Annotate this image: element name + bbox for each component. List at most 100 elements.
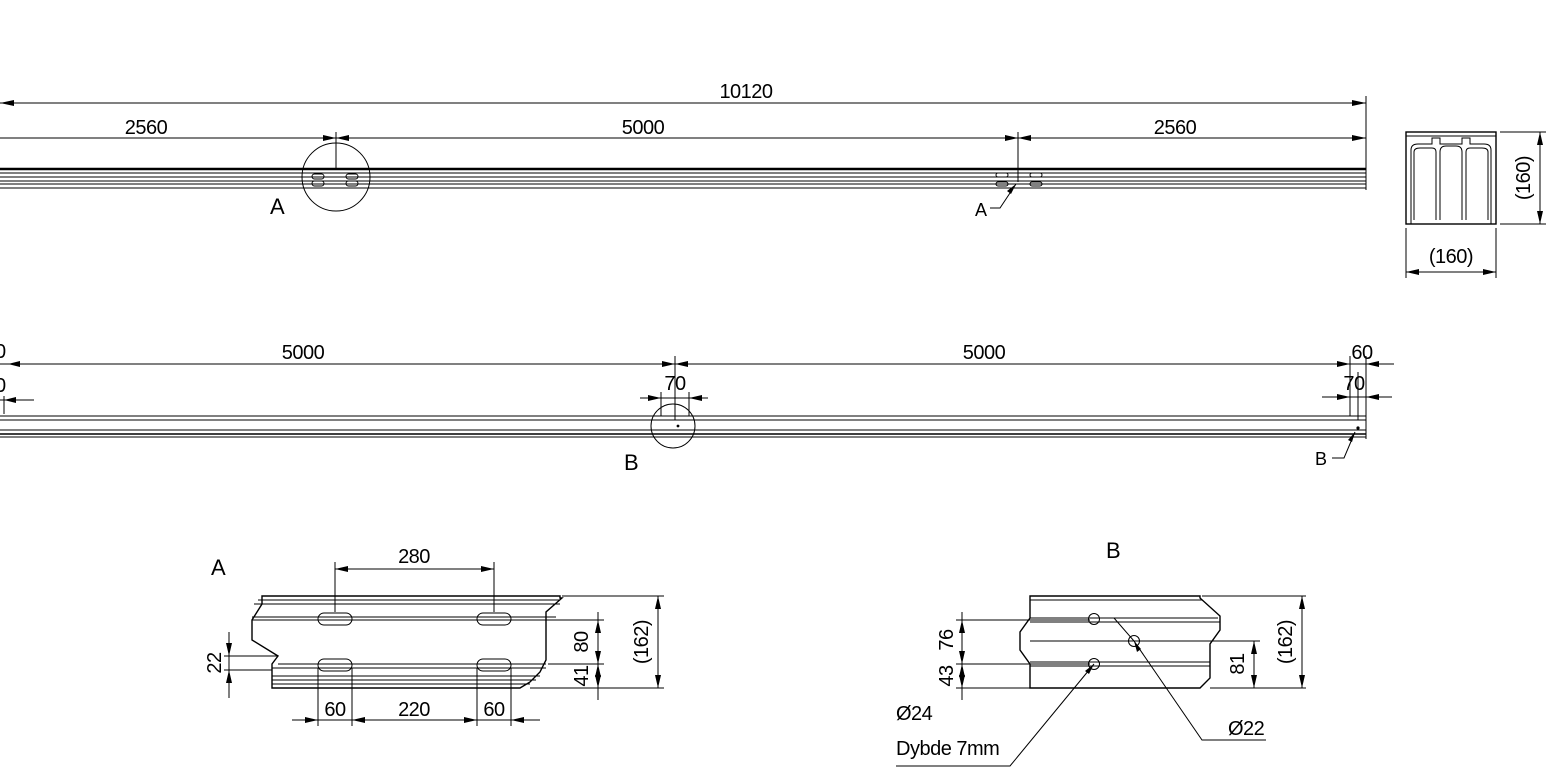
dim-upper-label: 76 xyxy=(936,629,958,651)
hole-marker xyxy=(1356,426,1360,430)
arrow-head xyxy=(464,717,477,723)
hole-centerline xyxy=(1113,617,1135,642)
detail-circle-a xyxy=(301,142,371,212)
slot-hole xyxy=(345,180,359,187)
slot-hole xyxy=(345,173,359,180)
section-cavity xyxy=(1465,147,1489,220)
arrow-head xyxy=(1005,135,1018,141)
detail-b-profile xyxy=(1019,595,1221,689)
arrow-head xyxy=(1366,361,1379,367)
arrow-head xyxy=(655,675,661,688)
arrow-head xyxy=(352,717,365,723)
arrow-head xyxy=(959,620,965,633)
hole-large-leader xyxy=(896,663,1095,767)
arrow-head xyxy=(1537,211,1543,224)
arrow-head xyxy=(1406,269,1419,275)
arrow-head xyxy=(336,135,349,141)
arrow-head xyxy=(1134,641,1141,652)
section-outline xyxy=(1405,131,1497,225)
arrow-head xyxy=(595,620,601,633)
arrow-head xyxy=(648,395,661,401)
arrow-head xyxy=(1352,100,1366,106)
side-left-segment-label: 5000 xyxy=(282,342,325,364)
slot-hole xyxy=(1029,172,1043,178)
arrow-head xyxy=(4,397,16,403)
section-height-label: (160) xyxy=(1513,156,1535,200)
middle-segment-label: 5000 xyxy=(622,117,665,139)
detail-b: B 76 43 81 (162) xyxy=(896,538,1306,767)
slot-hole xyxy=(317,658,353,672)
top-view: 10120 2560 5000 2560 A A xyxy=(0,81,1367,220)
section-width-label: (160) xyxy=(1429,246,1473,268)
hole-right xyxy=(1128,635,1140,647)
arrow-head xyxy=(959,675,965,688)
arrow-head xyxy=(1299,675,1305,688)
detail-a-title: A xyxy=(211,555,226,580)
arrow-head xyxy=(226,670,232,683)
arrow-head xyxy=(1299,596,1305,609)
left-segment-label: 2560 xyxy=(125,117,168,139)
depth-note-label: Dybde 7mm xyxy=(896,738,999,760)
section-cavity xyxy=(1413,147,1437,220)
callout-label-a: A xyxy=(270,194,285,219)
arrow-head xyxy=(1348,432,1355,442)
arrow-head xyxy=(595,675,601,688)
arrow-head xyxy=(305,717,318,723)
hole-large-label: Ø24 xyxy=(896,703,933,725)
left-cut-label: 0 xyxy=(0,341,6,363)
side-view: 0 5000 5000 60 0 70 70 xyxy=(0,341,1394,475)
height-lower-label: 41 xyxy=(571,665,593,687)
detail-a: A 280 60 220 60 xyxy=(204,546,664,726)
total-height-label: (162) xyxy=(631,620,653,664)
hole-small-label: Ø22 xyxy=(1228,718,1265,740)
arrow-head xyxy=(959,664,965,677)
arrow-head xyxy=(595,664,601,677)
mid-offset-label: 70 xyxy=(664,373,686,395)
right-edge-label: 60 xyxy=(483,699,505,721)
arrow-head xyxy=(1366,394,1379,400)
slot-spacing-label: 280 xyxy=(398,546,430,568)
arrow-head xyxy=(323,135,336,141)
slot-hole xyxy=(317,612,353,626)
arrow-head xyxy=(675,361,688,367)
arrow-head xyxy=(8,361,20,367)
arrow-head xyxy=(595,651,601,664)
arrow-head xyxy=(1483,269,1496,275)
arrow-head xyxy=(335,566,348,572)
arrow-head xyxy=(689,395,702,401)
slot-hole xyxy=(476,658,512,672)
arrow-head xyxy=(959,651,965,664)
arrow-head xyxy=(1007,184,1016,194)
detail-b-title: B xyxy=(1106,538,1121,563)
leader-line xyxy=(1332,431,1356,459)
slot-hole xyxy=(1029,181,1043,187)
total-height-label-b: (162) xyxy=(1275,620,1297,664)
callout-label-b: B xyxy=(624,450,639,475)
dim-right-label: 81 xyxy=(1227,653,1249,675)
arrow-head xyxy=(1337,361,1350,367)
cross-section: (160) (160) xyxy=(1405,131,1546,278)
arrow-head xyxy=(1085,664,1094,674)
slot-hole xyxy=(311,173,325,180)
slot-hole xyxy=(476,612,512,626)
callout-label-b-end: B xyxy=(1315,449,1327,469)
arrow-head xyxy=(655,596,661,609)
arrow-head xyxy=(1352,135,1366,141)
slot-hole xyxy=(995,172,1009,178)
arrow-head xyxy=(0,100,14,106)
arrow-head xyxy=(511,717,524,723)
slot-hole xyxy=(311,180,325,187)
left-edge-label: 60 xyxy=(324,699,346,721)
arrow-head xyxy=(1018,135,1031,141)
arrow-head xyxy=(481,566,494,572)
arrow-head xyxy=(662,361,675,367)
side-right-segment-label: 5000 xyxy=(963,342,1006,364)
end-offset-top-label: 60 xyxy=(1351,342,1373,364)
middle-label: 220 xyxy=(398,699,430,721)
right-segment-label: 2560 xyxy=(1154,117,1197,139)
height-upper-label: 80 xyxy=(571,631,593,653)
arrow-head xyxy=(1251,675,1257,688)
hole-small-leader xyxy=(1133,640,1266,741)
hole-marker xyxy=(676,424,680,428)
